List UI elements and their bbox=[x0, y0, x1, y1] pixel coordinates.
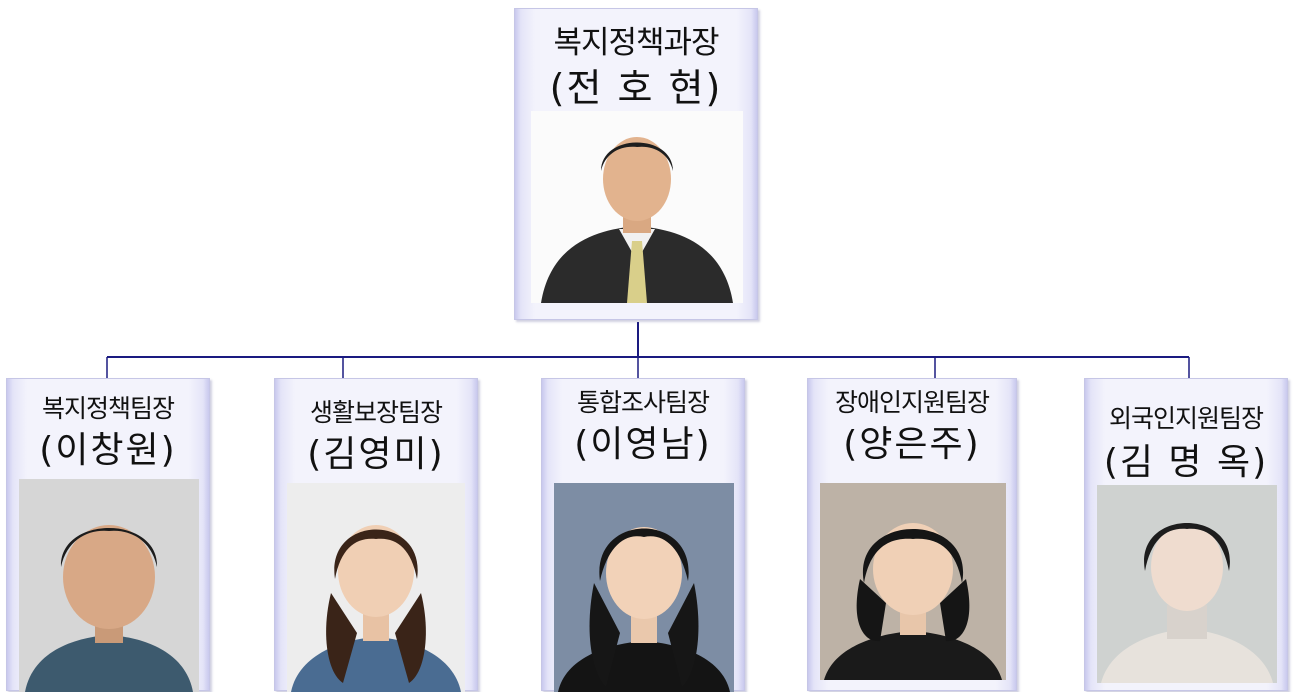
team-leader-photo bbox=[820, 483, 1006, 680]
team-title: 장애인지원팀장 bbox=[834, 388, 990, 417]
team-leader-photo bbox=[287, 483, 465, 692]
team-title: 외국인지원팀장 bbox=[1108, 404, 1264, 433]
team-card-integrated-survey: 통합조사팀장 (이영남) bbox=[541, 378, 745, 692]
team-card-livelihood-security: 생활보장팀장 (김영미) bbox=[274, 378, 478, 692]
team-leader-name: (양은주) bbox=[843, 424, 981, 465]
team-card-disability-support: 장애인지원팀장 (양은주) bbox=[807, 378, 1017, 691]
team-leader-name: (김 명 옥) bbox=[1103, 442, 1269, 483]
team-title: 복지정책팀장 bbox=[41, 394, 175, 423]
team-leader-name: (김영미) bbox=[307, 434, 445, 475]
team-leader-name: (이창원) bbox=[39, 430, 177, 471]
manager-title: 복지정책과장 bbox=[553, 25, 719, 61]
team-title: 생활보장팀장 bbox=[309, 398, 443, 427]
team-leader-name: (이영남) bbox=[574, 424, 712, 465]
team-card-welfare-policy: 복지정책팀장 (이창원) bbox=[6, 378, 210, 692]
manager-card: 복지정책과장 (전 호 현) bbox=[514, 8, 758, 320]
team-card-foreigner-support: 외국인지원팀장 (김 명 옥) bbox=[1084, 378, 1288, 691]
team-leader-photo bbox=[554, 483, 734, 692]
team-leader-photo bbox=[19, 479, 199, 692]
team-leader-photo bbox=[1097, 485, 1277, 683]
team-title: 통합조사팀장 bbox=[576, 388, 710, 417]
manager-photo bbox=[531, 111, 743, 303]
manager-name: (전 호 현) bbox=[549, 66, 723, 110]
